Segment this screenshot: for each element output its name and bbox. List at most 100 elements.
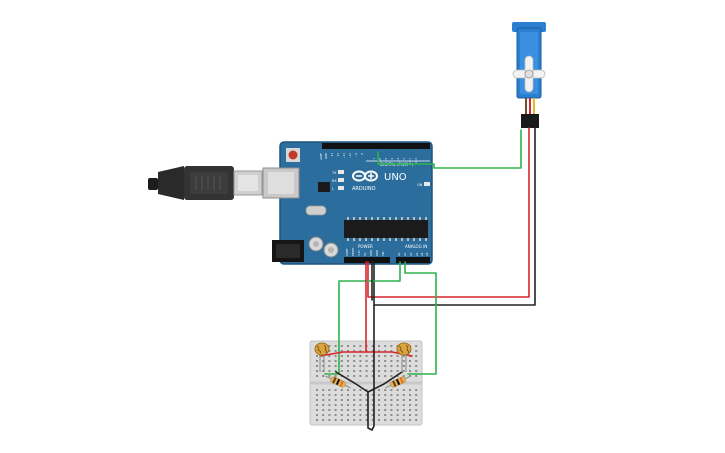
breadboard-hole[interactable] <box>353 409 356 411</box>
breadboard-hole[interactable] <box>371 360 374 362</box>
breadboard-hole[interactable] <box>359 404 362 406</box>
breadboard-hole[interactable] <box>365 414 368 416</box>
breadboard-hole[interactable] <box>334 404 337 406</box>
breadboard-hole[interactable] <box>328 394 331 396</box>
breadboard-hole[interactable] <box>316 419 318 421</box>
breadboard-hole[interactable] <box>316 409 318 411</box>
breadboard-hole[interactable] <box>334 389 337 391</box>
breadboard-hole[interactable] <box>378 419 380 421</box>
breadboard-hole[interactable] <box>390 389 393 391</box>
breadboard-hole[interactable] <box>384 399 387 401</box>
arduino-board[interactable]: ARDUINO UNO DIGITAL (PWM~) POWER ANALOG … <box>262 141 433 265</box>
breadboard-hole[interactable] <box>402 394 405 396</box>
breadboard-hole[interactable] <box>402 370 405 372</box>
breadboard-hole[interactable] <box>340 419 343 421</box>
breadboard-hole[interactable] <box>353 414 356 416</box>
breadboard-hole[interactable] <box>384 350 387 352</box>
breadboard-hole[interactable] <box>396 409 399 411</box>
resistor-left[interactable] <box>324 373 352 390</box>
breadboard-hole[interactable] <box>402 414 405 416</box>
resistor-right[interactable] <box>384 373 412 390</box>
breadboard-hole[interactable] <box>371 399 374 401</box>
breadboard-hole[interactable] <box>396 394 399 396</box>
breadboard-hole[interactable] <box>378 414 380 416</box>
breadboard-hole[interactable] <box>371 370 374 372</box>
breadboard-hole[interactable] <box>365 370 368 372</box>
breadboard-hole[interactable] <box>409 414 411 416</box>
breadboard-hole[interactable] <box>378 389 380 391</box>
breadboard-hole[interactable] <box>415 350 418 352</box>
breadboard-hole[interactable] <box>347 389 349 391</box>
breadboard-hole[interactable] <box>390 394 393 396</box>
breadboard-hole[interactable] <box>365 409 368 411</box>
breadboard-hole[interactable] <box>322 409 325 411</box>
breadboard-hole[interactable] <box>353 365 356 367</box>
breadboard-hole[interactable] <box>396 389 399 391</box>
wires[interactable] <box>319 127 536 431</box>
breadboard-hole[interactable] <box>328 370 331 372</box>
breadboard-hole[interactable] <box>415 399 418 401</box>
breadboard-hole[interactable] <box>409 394 411 396</box>
breadboard-hole[interactable] <box>328 360 331 362</box>
breadboard-hole[interactable] <box>371 350 374 352</box>
breadboard-hole[interactable] <box>390 365 393 367</box>
breadboard-hole[interactable] <box>328 414 331 416</box>
breadboard-hole[interactable] <box>365 355 368 357</box>
breadboard-hole[interactable] <box>334 345 337 347</box>
breadboard-hole[interactable] <box>347 365 349 367</box>
breadboard-hole[interactable] <box>409 419 411 421</box>
breadboard-hole[interactable] <box>384 370 387 372</box>
breadboard-hole[interactable] <box>402 389 405 391</box>
breadboard-hole[interactable] <box>378 355 380 357</box>
breadboard-hole[interactable] <box>347 419 349 421</box>
breadboard-hole[interactable] <box>378 394 380 396</box>
breadboard-hole[interactable] <box>378 350 380 352</box>
breadboard-hole[interactable] <box>334 399 337 401</box>
breadboard-hole[interactable] <box>365 360 368 362</box>
breadboard-hole[interactable] <box>353 404 356 406</box>
breadboard-hole[interactable] <box>353 360 356 362</box>
breadboard-hole[interactable] <box>340 355 343 357</box>
breadboard-hole[interactable] <box>378 404 380 406</box>
breadboard-hole[interactable] <box>371 419 374 421</box>
breadboard-hole[interactable] <box>402 409 405 411</box>
breadboard-hole[interactable] <box>322 370 325 372</box>
digital-header[interactable] <box>322 143 430 149</box>
breadboard-hole[interactable] <box>353 370 356 372</box>
breadboard-hole[interactable] <box>328 350 331 352</box>
breadboard-hole[interactable] <box>334 355 337 357</box>
breadboard-hole[interactable] <box>384 389 387 391</box>
breadboard-hole[interactable] <box>409 365 411 367</box>
breadboard-hole[interactable] <box>340 345 343 347</box>
breadboard-hole[interactable] <box>316 399 318 401</box>
breadboard-hole[interactable] <box>316 394 318 396</box>
breadboard-hole[interactable] <box>396 399 399 401</box>
breadboard-hole[interactable] <box>396 365 399 367</box>
breadboard-hole[interactable] <box>415 345 418 347</box>
breadboard-hole[interactable] <box>347 370 349 372</box>
breadboard-hole[interactable] <box>353 389 356 391</box>
breadboard-hole[interactable] <box>334 409 337 411</box>
breadboard-hole[interactable] <box>322 414 325 416</box>
breadboard-hole[interactable] <box>334 350 337 352</box>
breadboard-hole[interactable] <box>371 404 374 406</box>
breadboard-hole[interactable] <box>340 404 343 406</box>
breadboard-hole[interactable] <box>316 414 318 416</box>
breadboard-hole[interactable] <box>365 365 368 367</box>
servo-connector[interactable] <box>521 114 539 128</box>
breadboard-hole[interactable] <box>322 360 325 362</box>
breadboard-hole[interactable] <box>334 414 337 416</box>
wire-servo-signal[interactable] <box>377 129 522 169</box>
breadboard-hole[interactable] <box>316 404 318 406</box>
breadboard-hole[interactable] <box>347 414 349 416</box>
breadboard-hole[interactable] <box>359 355 362 357</box>
breadboard-hole[interactable] <box>384 365 387 367</box>
breadboard-hole[interactable] <box>353 345 356 347</box>
breadboard-hole[interactable] <box>396 355 399 357</box>
breadboard-hole[interactable] <box>390 409 393 411</box>
breadboard-hole[interactable] <box>316 365 318 367</box>
breadboard-hole[interactable] <box>378 345 380 347</box>
breadboard-hole[interactable] <box>384 375 387 377</box>
breadboard-hole[interactable] <box>402 365 405 367</box>
breadboard-hole[interactable] <box>316 389 318 391</box>
